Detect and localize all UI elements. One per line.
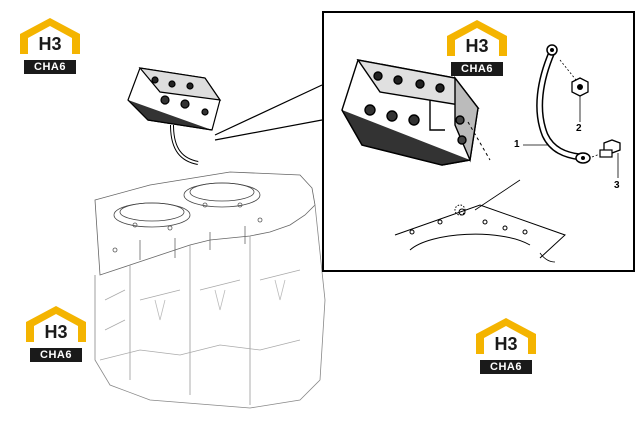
logo-text: CHA6 — [24, 60, 76, 74]
logo-mark: H3 — [494, 334, 518, 354]
watermark-logo-top-center: H3 CHA6 — [445, 20, 509, 80]
leader-line — [214, 84, 323, 141]
watermark-logo-bottom-left: H3 CHA6 — [24, 306, 88, 366]
module-large — [341, 59, 480, 166]
gasket-plane — [394, 204, 566, 263]
leader-gasket — [474, 179, 521, 211]
logo-mark: H3 — [44, 322, 68, 342]
logo-house-shapes — [20, 18, 536, 356]
logo-mark: H3 — [465, 36, 489, 56]
nut-part-2 — [559, 59, 589, 97]
watermark-logo-top-left: H3 CHA6 — [18, 18, 82, 78]
logo-mark: H3 — [38, 34, 62, 54]
engine-block — [94, 171, 326, 409]
logo-text: CHA6 — [451, 62, 503, 76]
bolt-part-3 — [591, 139, 621, 158]
callout-1: 1 — [514, 139, 520, 150]
logo-text: CHA6 — [480, 360, 532, 374]
pipe-part-1 — [536, 44, 591, 164]
callout-3: 3 — [614, 180, 620, 191]
dashed-guide — [467, 121, 491, 161]
callout-2: 2 — [576, 123, 582, 134]
logo-text: CHA6 — [30, 348, 82, 362]
watermark-logo-bottom-right: H3 CHA6 — [474, 318, 538, 378]
module-small — [127, 67, 222, 131]
